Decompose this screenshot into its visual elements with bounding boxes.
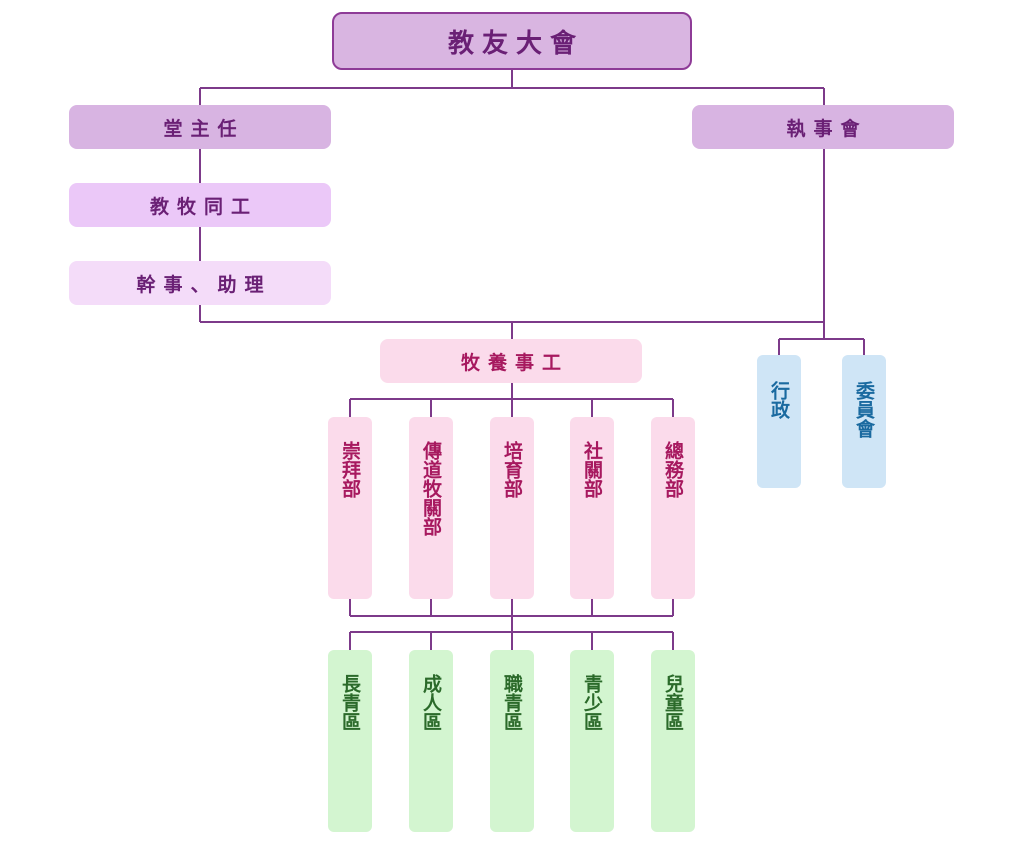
node-zone-label: 青少區 [581,674,603,731]
node-dept-sheguan: 社關部 [570,417,614,599]
node-zhishihui-label: 執事會 [786,117,868,140]
node-tangzhuren-label: 堂主任 [163,117,245,140]
node-jiaomu-tonggong: 教牧同工 [69,183,331,227]
node-weiyuanhui: 委員會 [842,355,886,488]
node-dept-label: 培育部 [501,441,523,498]
line-dept-drops [349,399,674,417]
node-zone-label: 成人區 [420,674,442,731]
line-zone-drops [349,632,674,650]
node-jiaoyou-dahui: 教友大會 [332,12,692,70]
node-muyang-shigong-label: 牧養事工 [460,351,569,374]
node-dept-label: 社關部 [581,441,603,498]
node-muyang-shigong: 牧養事工 [380,339,642,383]
node-zone-qingshao: 青少區 [570,650,614,832]
node-xingzheng-label: 行政 [768,381,790,419]
node-dept-label: 總務部 [662,441,684,498]
node-dept-chongbai: 崇拜部 [328,417,372,599]
node-tangzhuren: 堂主任 [69,105,331,149]
node-dept-chuandao-muguan: 傳道牧關部 [409,417,453,599]
node-xingzheng: 行政 [757,355,801,488]
node-weiyuanhui-label: 委員會 [853,381,875,438]
node-zone-label: 兒童區 [662,674,684,731]
node-zone-label: 長青區 [339,674,361,731]
node-zone-ertong: 兒童區 [651,650,695,832]
node-dept-zongwu: 總務部 [651,417,695,599]
node-zone-changqing: 長青區 [328,650,372,832]
node-zone-zhiqing: 職青區 [490,650,534,832]
node-dept-peiyu: 培育部 [490,417,534,599]
node-jiaoyou-dahui-label: 教友大會 [447,28,584,59]
node-zhishihui: 執事會 [692,105,954,149]
node-zone-chengren: 成人區 [409,650,453,832]
node-ganshi-zhuli-label: 幹事、助理 [136,273,272,296]
line-dept-rises [349,599,674,616]
node-dept-label: 傳道牧關部 [420,441,442,536]
node-ganshi-zhuli: 幹事、助理 [69,261,331,305]
node-zone-label: 職青區 [501,674,523,731]
node-dept-label: 崇拜部 [339,441,361,498]
node-jiaomu-tonggong-label: 教牧同工 [149,195,258,218]
